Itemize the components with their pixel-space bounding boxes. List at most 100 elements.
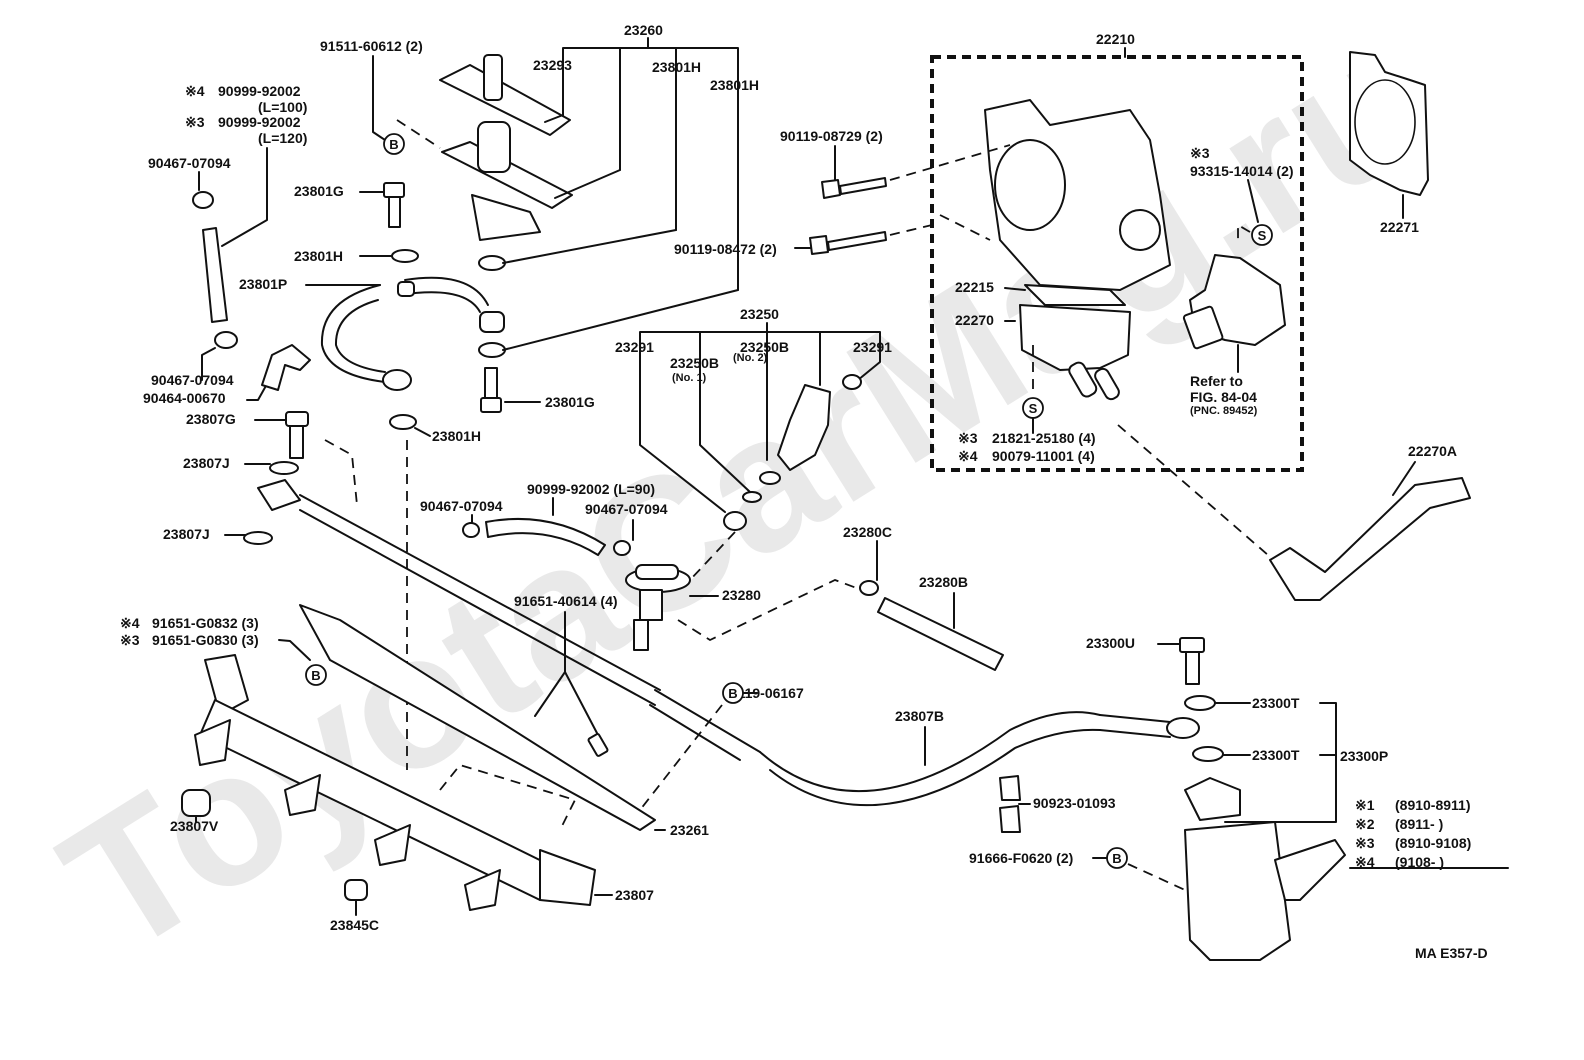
injector-part[interactable] <box>194 719 231 766</box>
grommet-part[interactable] <box>842 374 862 390</box>
o-ring-part[interactable] <box>742 491 762 503</box>
bolt-part[interactable] <box>587 733 609 757</box>
label-21821-25180[interactable]: 21821-25180 (4) <box>992 430 1096 446</box>
injector-part[interactable] <box>284 774 321 816</box>
gasket-part[interactable] <box>389 414 417 430</box>
union-bolt-part[interactable] <box>285 411 309 459</box>
gasket-part[interactable] <box>1184 695 1216 711</box>
throttle-body-part[interactable] <box>984 99 1171 291</box>
label-90923-01093[interactable]: 90923-01093 <box>1033 795 1116 811</box>
bolt-part[interactable] <box>809 231 887 255</box>
label-23293[interactable]: 23293 <box>533 57 572 73</box>
label-23807[interactable]: 23807 <box>615 887 654 903</box>
label-23801h[interactable]: 23801H <box>294 248 343 264</box>
delivery-pipe-part[interactable] <box>199 654 596 906</box>
union-bolt-part[interactable] <box>383 182 405 228</box>
label-22215[interactable]: 22215 <box>955 279 994 295</box>
fuel-pressure-control-vsv-part[interactable] <box>1184 777 1346 961</box>
gasket-part[interactable] <box>243 531 273 545</box>
gasket-part[interactable] <box>1192 746 1224 762</box>
label-90079-11001[interactable]: 90079-11001 (4) <box>992 448 1095 464</box>
label-91666-f0620[interactable]: 91666-F0620 (2) <box>969 850 1073 866</box>
gasket-part[interactable] <box>478 255 506 271</box>
insulator-part[interactable] <box>723 511 747 531</box>
hose-clamp-part[interactable] <box>859 580 879 596</box>
fuel-return-hose-part[interactable] <box>759 711 1200 807</box>
label-91651-40614[interactable]: 91651-40614 (4) <box>514 593 618 609</box>
label-23300t[interactable]: 23300T <box>1252 695 1300 711</box>
fuel-return-tube-part[interactable] <box>257 479 761 761</box>
label-23261[interactable]: 23261 <box>670 822 709 838</box>
clip-part[interactable] <box>999 775 1021 833</box>
label-23280b[interactable]: 23280B <box>919 574 968 590</box>
label-23845c[interactable]: 23845C <box>330 917 379 933</box>
label-23291[interactable]: 23291 <box>853 339 892 355</box>
label-93315-14014[interactable]: 93315-14014 (2) <box>1190 163 1294 179</box>
label-23300u[interactable]: 23300U <box>1086 635 1135 651</box>
label-23250b-no2[interactable]: 23250B <box>740 339 789 355</box>
label-22270a[interactable]: 22270A <box>1408 443 1457 459</box>
hose-part[interactable] <box>202 227 228 323</box>
hose-clamp-part[interactable] <box>613 540 631 556</box>
label-23801p[interactable]: 23801P <box>239 276 287 292</box>
label-90999-92002-l90[interactable]: 90999-92002 (L=90) <box>527 481 655 497</box>
clip-part[interactable] <box>261 344 311 391</box>
label-90467-07094[interactable]: 90467-07094 <box>585 501 668 517</box>
label-90999-92002-l100[interactable]: 90999-92002 <box>218 83 301 99</box>
label-23807b[interactable]: 23807B <box>895 708 944 724</box>
insulator-part[interactable] <box>181 789 211 817</box>
label-23807g[interactable]: 23807G <box>186 411 236 427</box>
pressure-regulator-part[interactable] <box>625 564 691 651</box>
label-23260[interactable]: 23260 <box>624 22 663 38</box>
label-90999-92002-l120[interactable]: 90999-92002 <box>218 114 301 130</box>
label-23280[interactable]: 23280 <box>722 587 761 603</box>
label-91651-g0830[interactable]: 91651-G0830 (3) <box>152 632 259 648</box>
gasket-part[interactable] <box>391 249 419 263</box>
label-23801h[interactable]: 23801H <box>710 77 759 93</box>
label-22210[interactable]: 22210 <box>1096 31 1135 47</box>
gasket-part[interactable] <box>269 461 299 475</box>
label-90467-07094[interactable]: 90467-07094 <box>420 498 503 514</box>
label-90119-08729[interactable]: 90119-08729 (2) <box>780 128 883 144</box>
vacuum-hose-part[interactable] <box>485 517 606 556</box>
label-90467-07094[interactable]: 90467-07094 <box>151 372 234 388</box>
throttle-position-sensor-part[interactable] <box>1182 254 1286 350</box>
label-90119-08472[interactable]: 90119-08472 (2) <box>674 241 777 257</box>
label-23801g[interactable]: 23801G <box>294 183 344 199</box>
injector-part[interactable] <box>777 384 831 471</box>
label-23807v[interactable]: 23807V <box>170 818 219 834</box>
label-91651-g0832[interactable]: 91651-G0832 (3) <box>152 615 259 631</box>
injector-insulator-bracket-part[interactable] <box>299 604 656 831</box>
union-bolt-part[interactable] <box>480 367 502 413</box>
label-23250[interactable]: 23250 <box>740 306 779 322</box>
hose-clamp-part[interactable] <box>214 331 238 349</box>
injector-part[interactable] <box>464 869 501 911</box>
label-23801h[interactable]: 23801H <box>652 59 701 75</box>
throttle-body-gasket-part[interactable] <box>1349 51 1429 196</box>
label-23300p[interactable]: 23300P <box>1340 748 1388 764</box>
hose-clamp-part[interactable] <box>462 522 480 538</box>
label-22270[interactable]: 22270 <box>955 312 994 328</box>
label-23807j[interactable]: 23807J <box>183 455 230 471</box>
label-90467-07094[interactable]: 90467-07094 <box>148 155 231 171</box>
gasket-part[interactable] <box>478 342 506 358</box>
label-23291[interactable]: 23291 <box>615 339 654 355</box>
hose-clamp-part[interactable] <box>192 191 214 209</box>
pulsation-damper-part[interactable] <box>439 54 573 241</box>
o-ring-part[interactable] <box>759 471 781 485</box>
bolt-part[interactable] <box>821 177 887 199</box>
air-hose-part[interactable] <box>1269 477 1471 601</box>
fuel-inlet-pipe-part[interactable] <box>320 276 489 391</box>
refer-figure-link[interactable]: FIG. 84-04 <box>1190 389 1257 405</box>
label-90464-00670[interactable]: 90464-00670 <box>143 390 226 406</box>
cushion-part[interactable] <box>479 311 505 333</box>
label-23280c[interactable]: 23280C <box>843 524 892 540</box>
label-23801h[interactable]: 23801H <box>432 428 481 444</box>
label-22271[interactable]: 22271 <box>1380 219 1419 235</box>
label-23807j[interactable]: 23807J <box>163 526 210 542</box>
label-23300t[interactable]: 23300T <box>1252 747 1300 763</box>
gasket-part[interactable] <box>1024 284 1126 306</box>
label-91511-60612[interactable]: 91511-60612 (2) <box>320 38 423 54</box>
vacuum-hose-part[interactable] <box>877 597 1004 671</box>
union-bolt-part[interactable] <box>1179 637 1205 685</box>
